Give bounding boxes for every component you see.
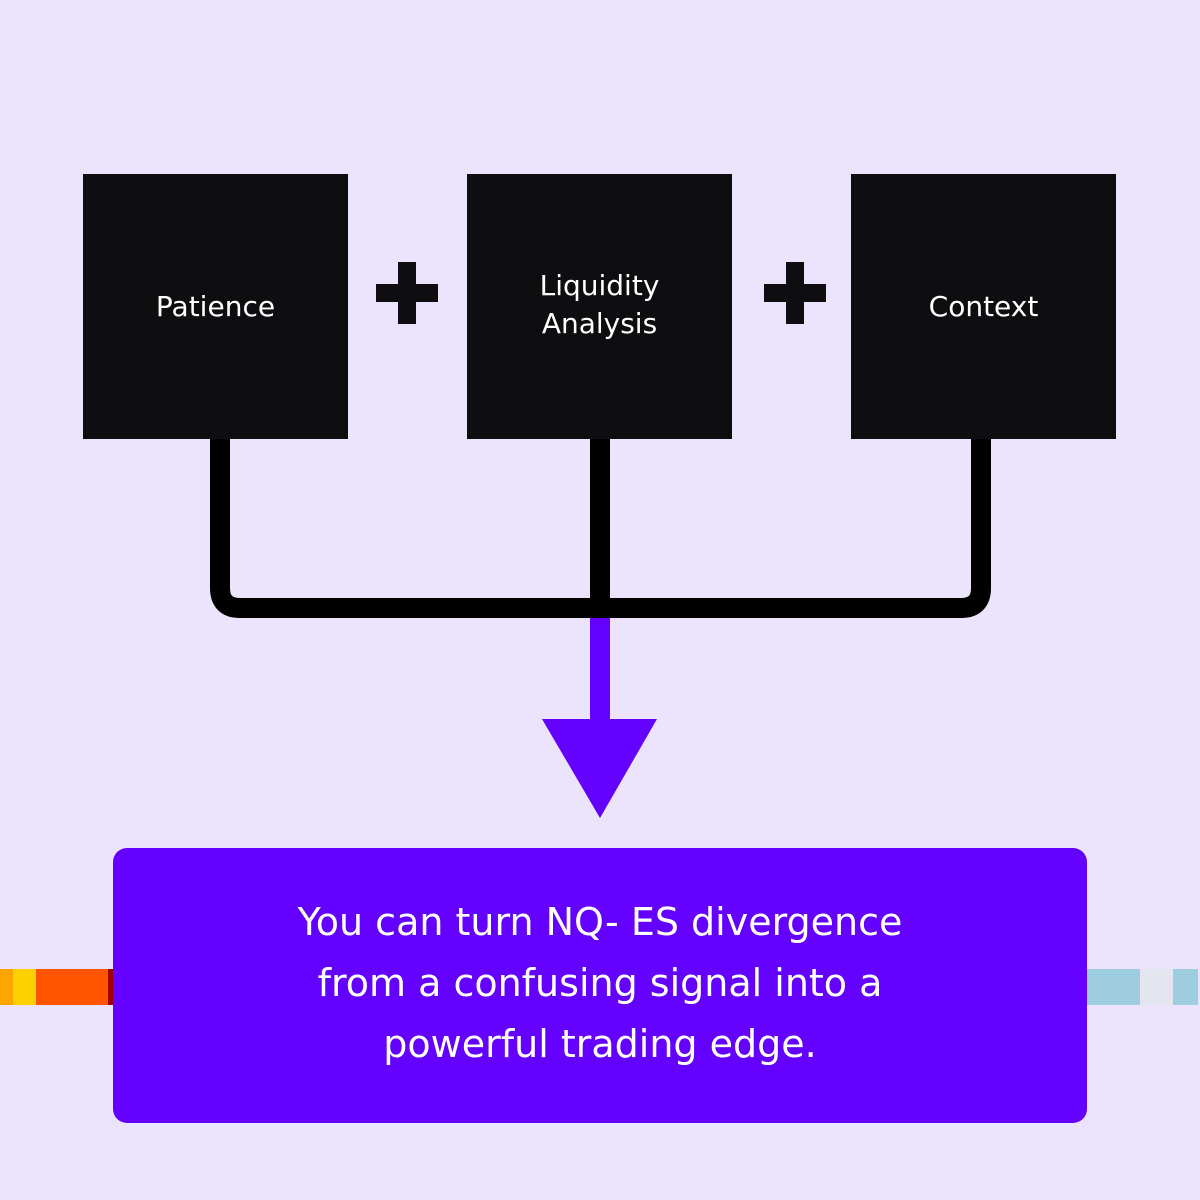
strip-segment [36, 969, 108, 1005]
arrow-head-icon [542, 719, 657, 818]
left-color-strip [0, 969, 113, 1005]
plus-icon [764, 262, 826, 324]
result-box: You can turn NQ- ES divergence from a co… [113, 848, 1087, 1123]
connector-bracket [210, 439, 991, 618]
strip-segment [1087, 969, 1140, 1005]
strip-segment [108, 969, 113, 1005]
strip-segment [1173, 969, 1198, 1005]
strip-segment [0, 969, 13, 1005]
right-color-strip [1087, 969, 1200, 1005]
arrow-shaft [590, 618, 610, 720]
result-text: You can turn NQ- ES divergence from a co… [297, 900, 903, 1066]
input-label-context: Context [928, 289, 1039, 323]
input-box-context: Context [851, 174, 1116, 439]
strip-segment [13, 969, 36, 1005]
plus-icon [376, 262, 438, 324]
input-box-patience: Patience [83, 174, 348, 439]
input-label-patience: Patience [155, 289, 276, 323]
input-box-liquidity-analysis: Liquidity Analysis [467, 174, 732, 439]
input-label-liquidity-analysis: Liquidity Analysis [539, 268, 660, 340]
strip-segment [1140, 969, 1173, 1005]
